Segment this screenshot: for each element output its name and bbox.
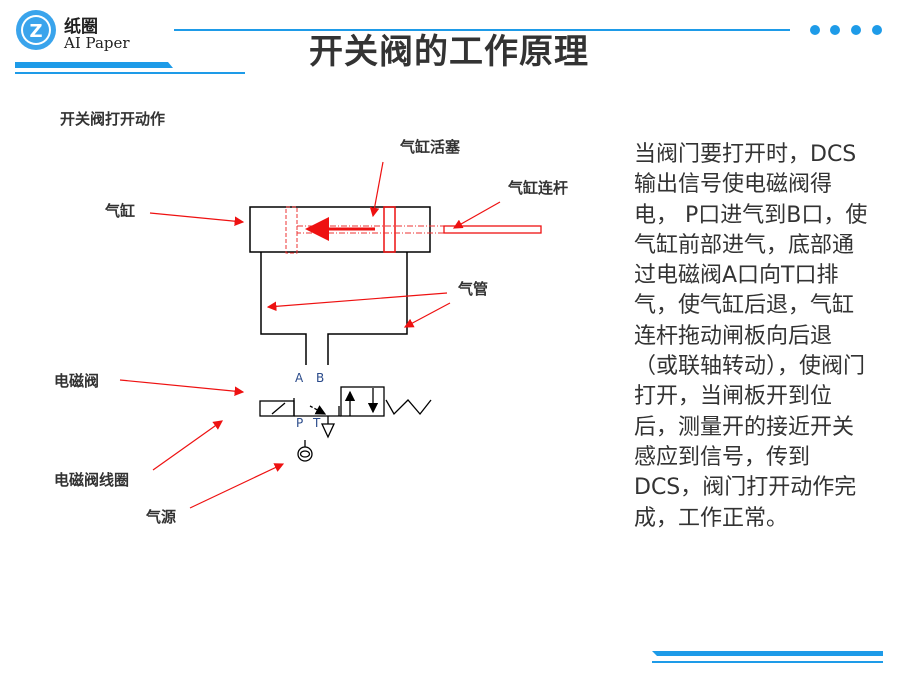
solenoid-valve (259, 386, 432, 462)
label-rod: 气缸连杆 (508, 179, 569, 197)
subtitle: 开关阀打开动作 (60, 110, 166, 128)
dot-icon (851, 25, 861, 35)
page-title: 开关阀的工作原理 (309, 32, 589, 72)
svg-text:Z: Z (29, 21, 42, 42)
dot-icon (810, 25, 820, 35)
header-bar (15, 62, 173, 68)
dot-icon (830, 25, 840, 35)
logo-text-en: AI Paper (64, 34, 130, 52)
dot-icon (872, 25, 882, 35)
piston (383, 206, 396, 253)
port-t-label: T (313, 416, 321, 430)
description-text: 当阀门要打开时，DCS输出信号使电磁阀得电， P口进气到B口，使气缸前部进气，底… (634, 142, 868, 531)
label-solenoid: 电磁阀 (54, 372, 100, 390)
label-pipe: 气管 (458, 280, 489, 298)
rod (443, 225, 542, 234)
footer-bar (652, 651, 883, 656)
port-b-label: B (316, 371, 325, 385)
label-cylinder: 气缸 (105, 202, 136, 220)
label-coil: 电磁阀线圈 (54, 471, 130, 489)
port-p-label: P (296, 416, 304, 430)
label-source: 气源 (146, 508, 177, 526)
label-arrows (119, 161, 501, 509)
logo-icon: Z (16, 10, 56, 50)
piston-old (285, 206, 298, 254)
label-piston: 气缸活塞 (400, 138, 461, 156)
logo-text-cn: 纸圈 (64, 17, 98, 37)
port-a-label: A (295, 371, 304, 385)
cylinder (249, 206, 431, 365)
